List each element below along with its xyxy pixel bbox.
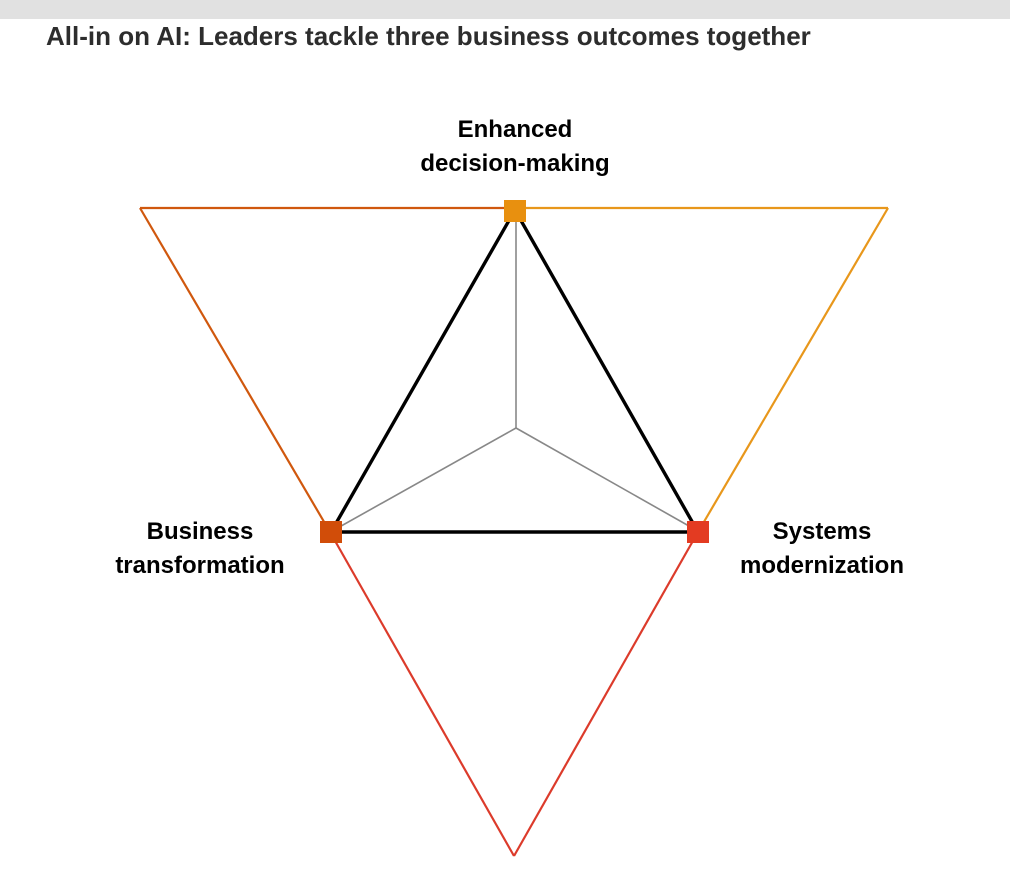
label-right-line-1: Systems [772,518,872,545]
label-left-line-2: transformation [115,552,285,579]
node-marker-top [504,200,526,222]
label-left-line-1: Business [146,518,254,545]
node-marker-right [687,521,709,543]
spoke-left [333,427,517,531]
outer-edge-right-upper [697,207,889,533]
label-top-line-2: decision-making [420,150,610,177]
outer-edge-left-lower [329,531,515,857]
spoke-right [515,427,697,531]
label-right-line-2: modernization [739,552,904,579]
node-marker-left [320,521,342,543]
label-systems-modernization: Systems modernization [682,515,962,583]
label-business-transformation: Business transformation [60,515,340,583]
outer-edge-left-upper [139,207,331,533]
label-top-line-1: Enhanced [457,116,573,143]
label-enhanced-decision-making: Enhanced decision-making [365,113,665,181]
top-bar [0,0,1010,19]
page-title: All-in on AI: Leaders tackle three busin… [46,21,811,51]
outer-edge-right-lower [513,531,699,857]
inner-triangle [328,206,701,534]
